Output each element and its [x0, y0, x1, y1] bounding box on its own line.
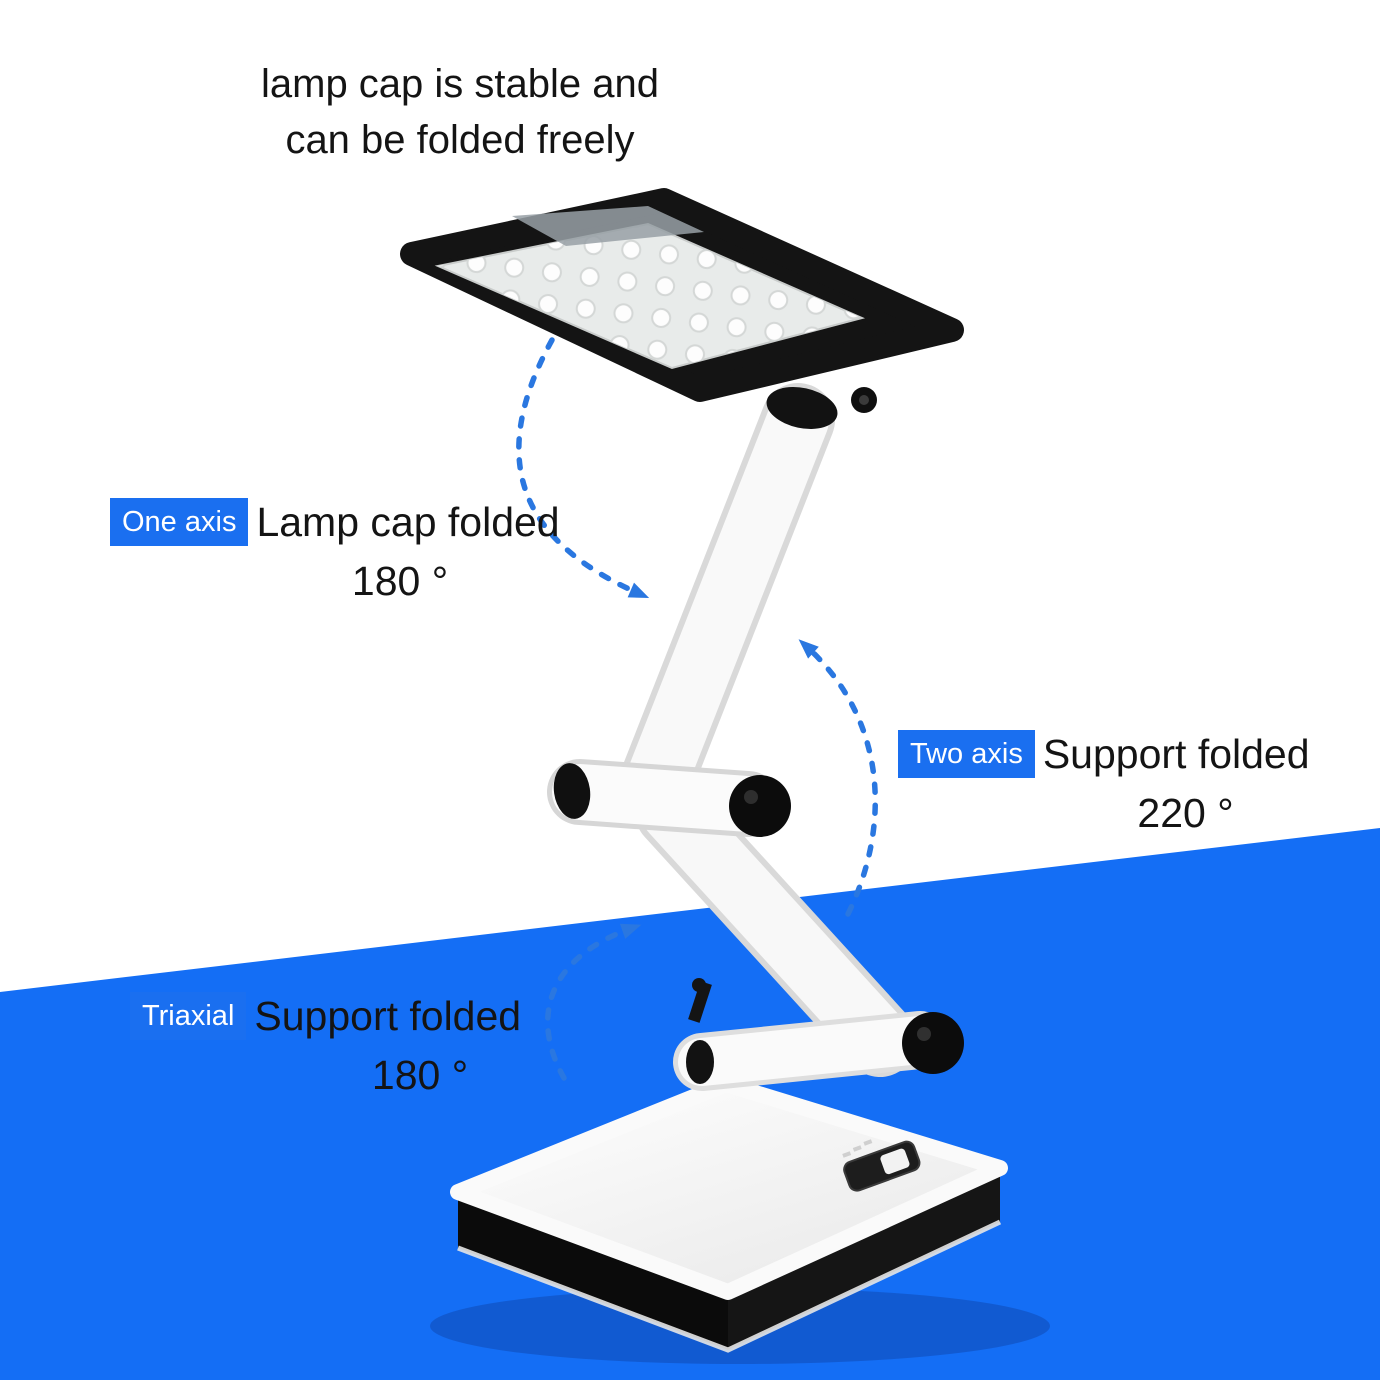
heading: lamp cap is stable and can be folded fre… [150, 56, 770, 168]
power-switch [842, 1139, 921, 1192]
heading-line2: can be folded freely [285, 118, 635, 162]
base-hinge [673, 978, 964, 1091]
callout-triaxial-row: Triaxial Support folded [130, 992, 580, 1041]
lower-arm [635, 775, 917, 1077]
one-axis-badge: One axis [110, 498, 249, 547]
heading-line1: lamp cap is stable and [260, 62, 659, 106]
triaxial-angle: 180 ° [371, 1052, 469, 1099]
one-axis-angle: 180 ° [351, 558, 449, 605]
callout-triaxial: Triaxial Support folded 180 ° [130, 992, 580, 1099]
two-axis-badge: Two axis [898, 730, 1035, 779]
upper-arm [615, 383, 835, 829]
callout-one-axis-row: One axis Lamp cap folded [110, 498, 610, 547]
lamp-head [400, 188, 964, 402]
two-axis-label: Support folded [1042, 730, 1310, 777]
triaxial-badge: Triaxial [130, 992, 247, 1041]
lamp-base [450, 1076, 1008, 1353]
head-hinge [766, 387, 877, 429]
callout-two-axis-row: Two axis Support folded [898, 730, 1373, 779]
middle-joint [547, 759, 791, 837]
head-gloss [512, 206, 704, 246]
triaxial-label: Support folded [254, 992, 522, 1039]
fold-arrow-two-axis [798, 639, 878, 917]
fold-arrow-one-axis [516, 337, 650, 598]
two-axis-angle: 220 ° [1137, 790, 1234, 837]
one-axis-label: Lamp cap folded [256, 498, 560, 545]
fold-arrow-triaxial [545, 923, 642, 1081]
callout-one-axis: One axis Lamp cap folded 180 ° [110, 498, 610, 605]
callout-two-axis: Two axis Support folded 220 ° [898, 730, 1373, 837]
